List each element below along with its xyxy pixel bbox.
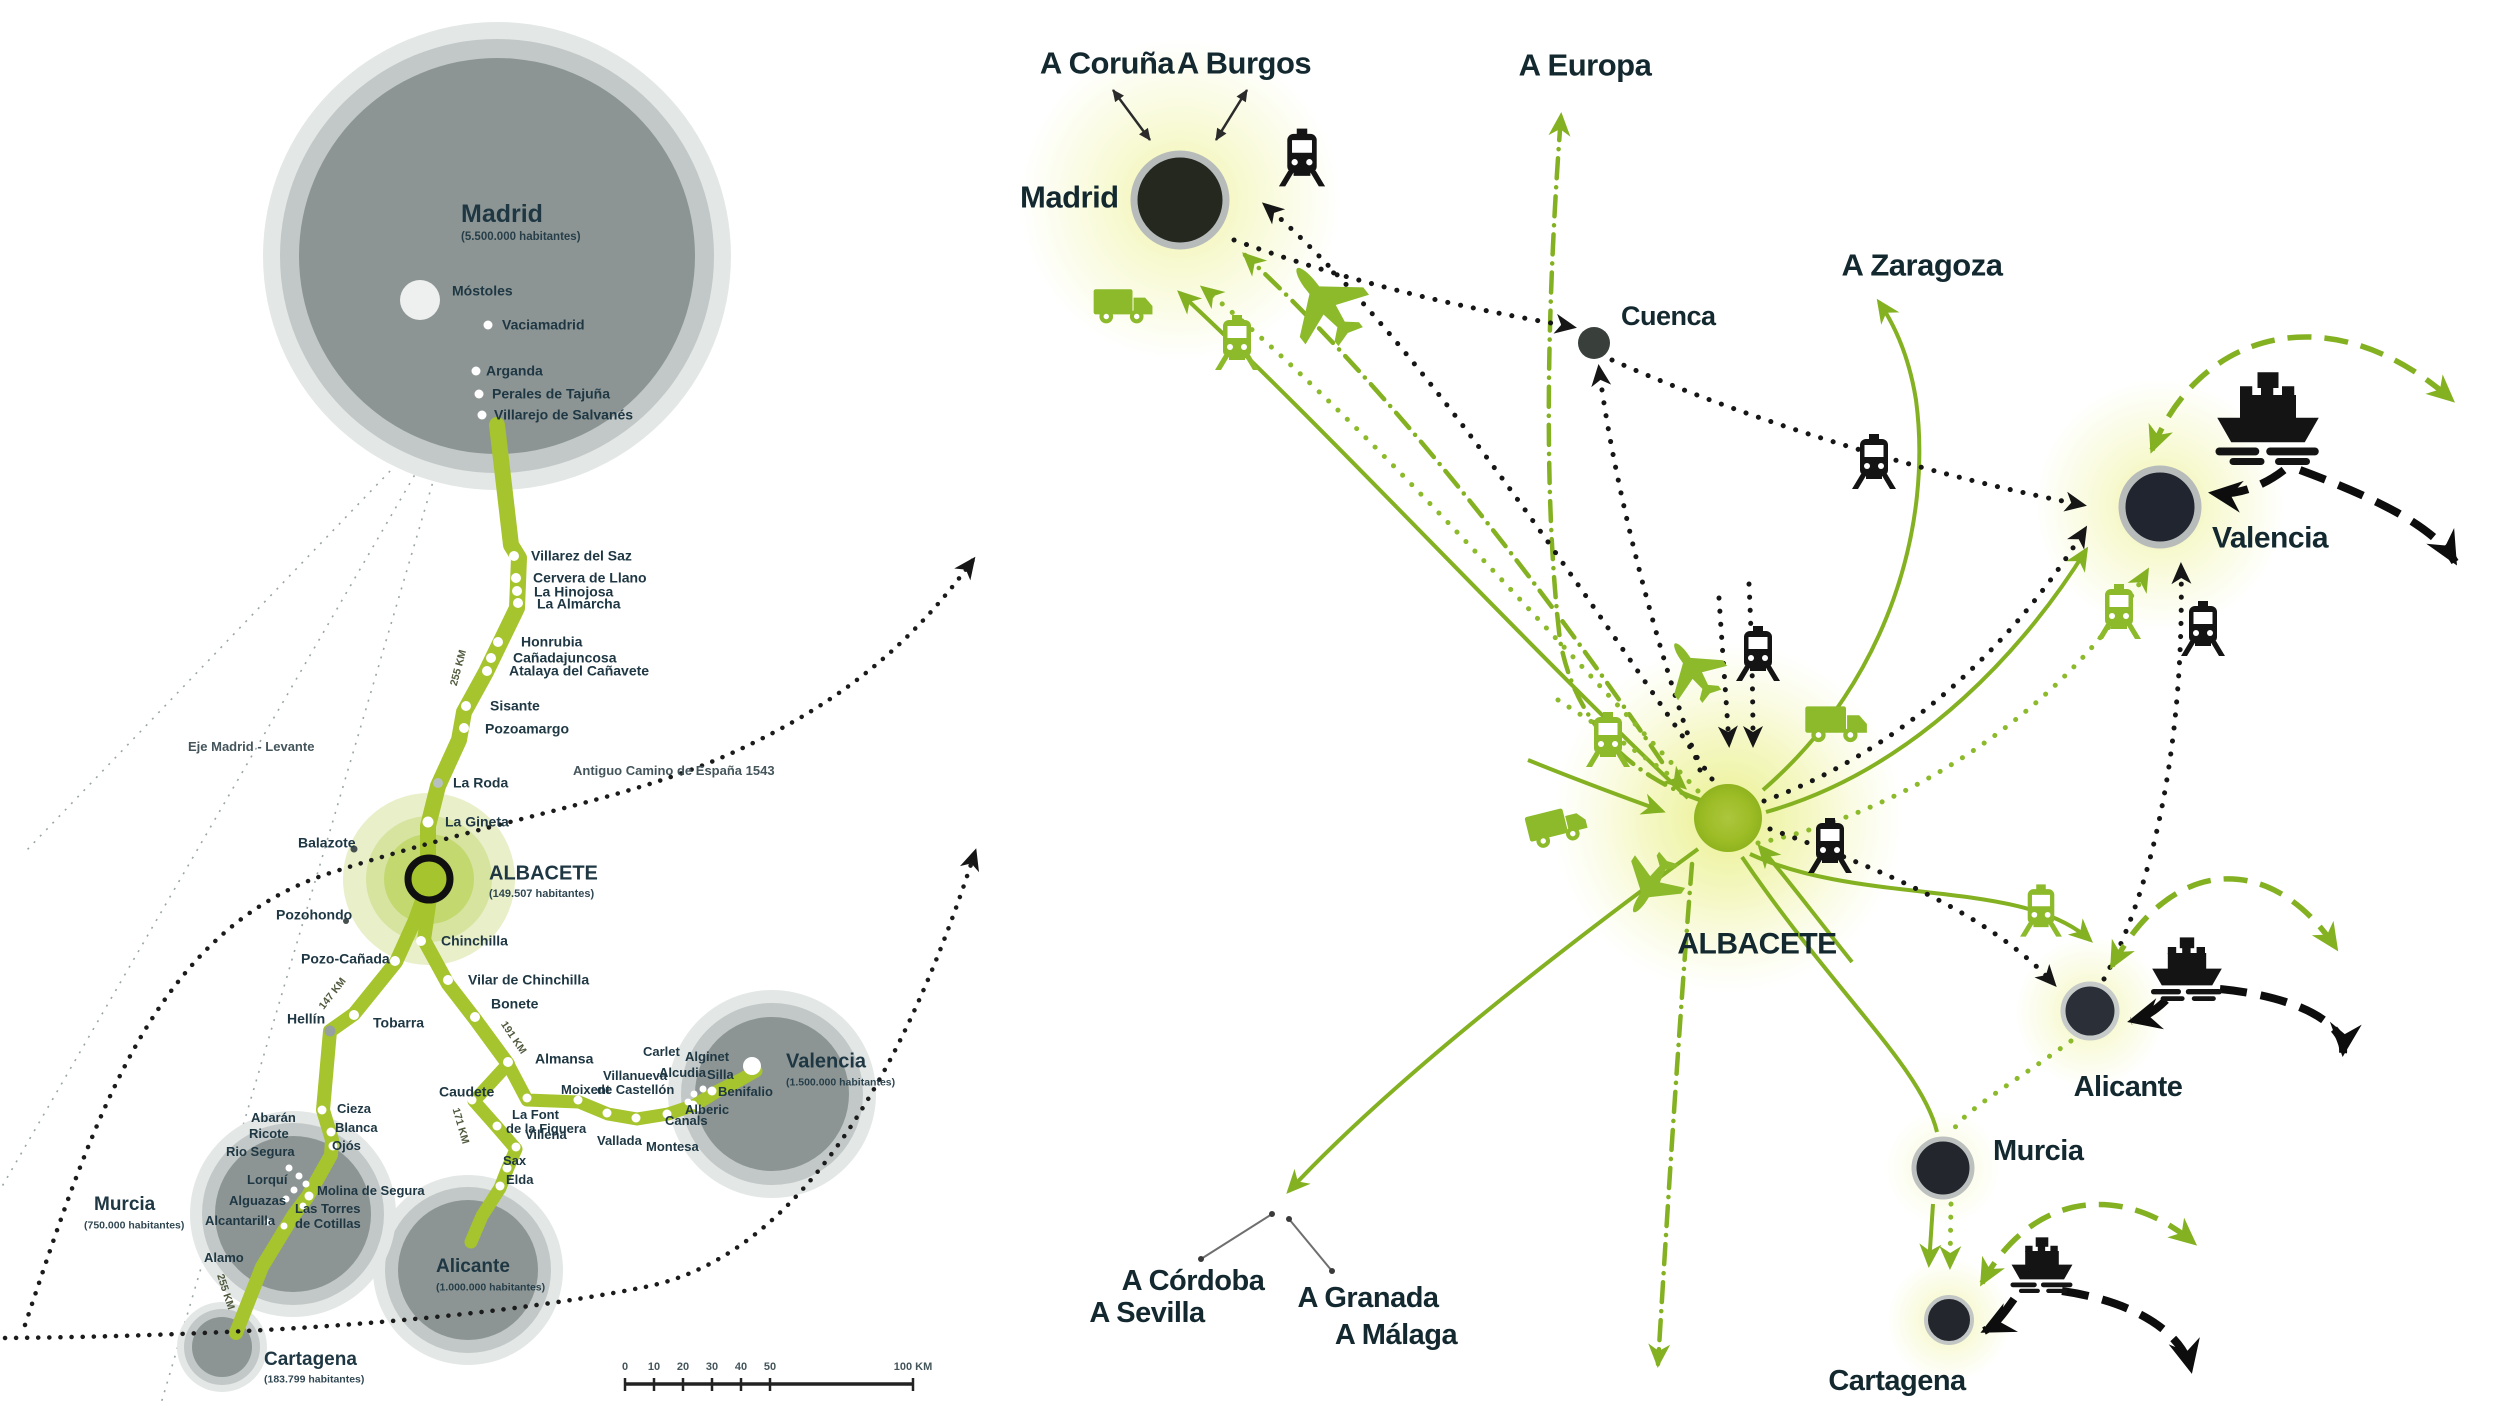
road-murcia-cartagena	[1919, 1203, 1942, 1268]
shipping-alicante-in	[2127, 997, 2169, 1030]
label-arrows	[1111, 89, 1249, 141]
murcia-node	[1911, 1136, 1975, 1200]
madrid-axis-fan-lines	[0, 444, 441, 1407]
rail-cuenca-valencia	[1609, 357, 2087, 512]
rail-hub-alicante	[1767, 826, 2057, 987]
junction-line-granada	[1288, 1218, 1333, 1272]
road-alicante	[1749, 852, 2093, 943]
city-glows	[1020, 40, 2285, 1382]
shipping-alicante-out	[2219, 985, 2362, 1057]
rail-madrid-green	[1199, 285, 1701, 794]
route-albacete-murcia-cartagena	[229, 877, 435, 1340]
ship-icon	[2010, 1237, 2073, 1293]
arrow-a-coruna	[1111, 89, 1152, 141]
ferry-arch-cartagena	[1979, 1201, 2198, 1287]
scale-bar	[623, 1378, 915, 1391]
route-almansa-alicante	[464, 1057, 523, 1249]
madrid-node	[1130, 150, 1230, 250]
rail-murcia-cartagena	[1939, 1201, 1962, 1270]
junction-lines	[1200, 1213, 1333, 1272]
ferry-arch-alicante	[2109, 876, 2339, 970]
balazote-dot	[350, 845, 358, 853]
city-nodes	[1130, 150, 2202, 1345]
city-circle-alicante	[373, 1175, 563, 1365]
city-circle-madrid	[263, 22, 731, 490]
air-route-malaga	[1648, 861, 1695, 1368]
antiguo-camino-arrow	[22, 556, 976, 1328]
train-icon	[2020, 884, 2062, 937]
albacete-node	[1694, 784, 1762, 852]
road-into-hub-southeast	[1757, 843, 1854, 964]
ship-icon	[2151, 937, 2222, 1001]
junction-line-cordoba	[1200, 1213, 1273, 1260]
right-diagram	[1020, 40, 2459, 1382]
hellin-dot	[324, 1025, 336, 1037]
fan-line	[24, 444, 416, 853]
coastal-dotted-arrow	[2, 848, 980, 1341]
valencia-node	[2118, 465, 2202, 549]
road-zaragoza	[1761, 298, 1922, 792]
rail-into-hub-northeast	[1742, 581, 1763, 748]
left-map	[0, 22, 980, 1407]
city-circle-valencia	[668, 990, 876, 1198]
cartagena-node	[1924, 1295, 1974, 1345]
road-andalucia	[1286, 847, 1700, 1194]
shipping-valencia-in	[2208, 466, 2287, 513]
rail-hub-madrid	[1261, 202, 1715, 782]
fan-line	[0, 451, 429, 1191]
road-valencia	[1765, 546, 2089, 814]
rail-alicante-murcia	[1948, 1038, 2074, 1138]
road-into-hub-west	[1527, 758, 1666, 815]
shipping-routes	[1980, 466, 2459, 1374]
arrow-a-burgos	[1214, 89, 1249, 141]
ship-icon	[2215, 372, 2319, 465]
junction-dots	[1198, 1211, 1335, 1274]
route-almansa-valencia	[501, 1057, 763, 1126]
historic-road-arrows	[2, 556, 980, 1341]
mostoles-dot	[400, 280, 440, 320]
cuenca-node	[1578, 327, 1610, 359]
road-murcia	[1740, 855, 1939, 1133]
ferry-arch-valencia	[2148, 334, 2455, 454]
alicante-node	[2060, 981, 2120, 1041]
air-route-europa	[1546, 112, 1703, 803]
ferry-arches-green	[1979, 334, 2455, 1287]
pozohondo-dot	[343, 918, 349, 924]
shipping-cartagena-out	[2061, 1287, 2200, 1374]
rail-into-hub	[1555, 697, 1688, 790]
shipping-valencia-out	[2298, 466, 2459, 566]
city-circle-cartagena	[177, 1302, 267, 1392]
rail-hub-valencia	[1761, 525, 2088, 804]
shipping-cartagena-in	[1980, 1296, 2018, 1335]
town-dots	[264, 280, 761, 1230]
train-icon	[1852, 434, 1896, 489]
rail-hub-cuenca	[1591, 364, 1703, 773]
albacete-ring	[404, 854, 454, 904]
valencia-center-dot	[743, 1057, 761, 1075]
